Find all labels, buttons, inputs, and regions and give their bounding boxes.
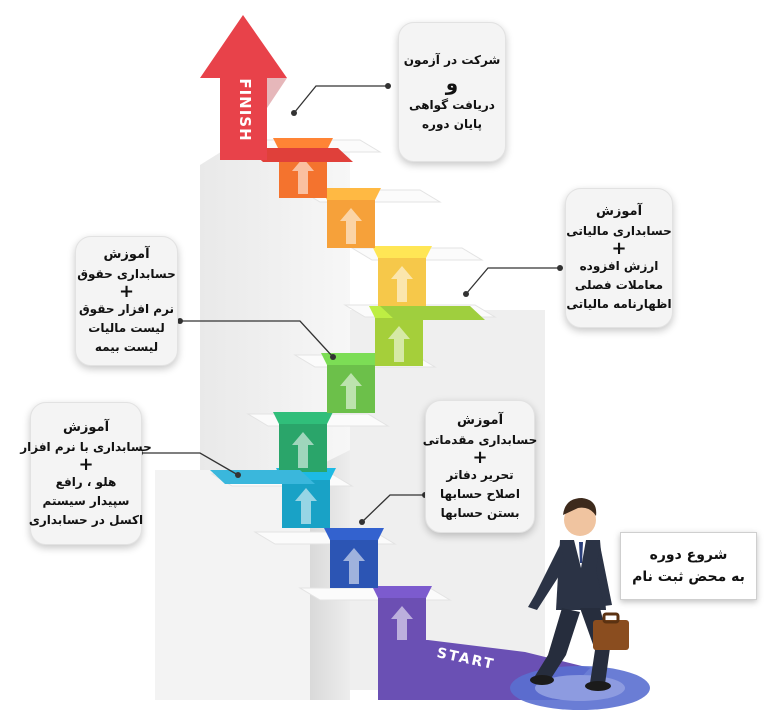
card-payroll-plus: + — [118, 281, 135, 302]
card-finish-line2: دریافت گواهی — [409, 97, 495, 112]
up-arrow-icon — [343, 548, 365, 584]
card-tax-title: آموزش — [595, 204, 643, 219]
card-payroll-line2: نرم افزار حقوق — [78, 302, 175, 316]
up-arrow-icon — [340, 208, 362, 244]
card-basic-title: آموزش — [456, 412, 504, 428]
card-software-line4: اکسل در حسابداری — [28, 512, 144, 527]
card-finish-conj: و — [445, 70, 459, 95]
connector-lines — [140, 85, 560, 523]
card-basic-line1: حسابداری مقدماتی — [422, 432, 538, 447]
card-tax-line2: ارزش افزوده — [579, 259, 659, 273]
card-start-line1: شروع دوره — [649, 547, 728, 563]
card-finish: شرکت در آزمون و دریافت گواهی پایان دوره — [398, 22, 506, 162]
stair-step — [372, 586, 432, 646]
briefcase-icon — [593, 620, 629, 650]
card-tax-plus: + — [611, 238, 627, 259]
up-arrow-icon — [391, 606, 413, 642]
card-tax-line1: حسابداری مالیاتی — [566, 224, 672, 238]
stair-step — [321, 353, 381, 413]
card-tax: آموزش حسابداری مالیاتی + ارزش افزوده معا… — [565, 188, 673, 328]
card-payroll-line3: لیست مالیات — [88, 321, 165, 335]
card-software: آموزش حسابداری با نرم افزار + هلو ، رافع… — [20, 402, 152, 545]
up-arrow-icon — [340, 373, 362, 409]
card-tax-line4: اظهارنامه مالیاتی — [566, 297, 672, 311]
up-arrow-icon — [292, 432, 314, 468]
up-arrow-icon — [391, 266, 413, 302]
card-start-line2: به محض ثبت نام — [632, 569, 745, 585]
up-arrow-icon — [295, 488, 317, 524]
card-payroll-line4: لیست بیمه — [94, 340, 159, 354]
up-arrow-icon — [388, 326, 410, 362]
landing-pad — [210, 470, 315, 484]
up-arrow-icon — [292, 158, 314, 194]
finish-arrow-label: FINISH — [236, 78, 254, 141]
finish-arrow: FINISH — [200, 15, 287, 160]
card-payroll-title: آموزش — [103, 247, 150, 262]
card-finish-line1: شرکت در آزمون — [403, 52, 501, 67]
card-basic: آموزش حسابداری مقدماتی + تحریر دفاتر اصل… — [422, 400, 538, 533]
card-basic-line4: بستن حسابها — [440, 505, 520, 520]
man-head — [564, 504, 596, 536]
card-finish-line3: پایان دوره — [421, 116, 483, 131]
card-software-plus: + — [78, 453, 94, 475]
card-software-line1: حسابداری با نرم افزار — [20, 439, 152, 454]
stair-step — [324, 528, 384, 588]
landing-pad — [380, 306, 485, 320]
start-path: START — [378, 640, 650, 710]
card-payroll-line1: حسابداری حقوق — [77, 267, 176, 281]
businessman-figure — [528, 498, 629, 691]
stair-step — [372, 246, 432, 306]
stair-step — [273, 412, 333, 472]
card-basic-line2: تحریر دفاتر — [446, 467, 514, 482]
card-software-line2: هلو ، رافع — [55, 474, 117, 489]
card-tax-line3: معاملات فصلی — [574, 278, 664, 292]
stair-step — [276, 468, 336, 528]
card-start: شروع دوره به محض ثبت نام — [620, 532, 757, 600]
stair-step — [321, 188, 381, 248]
stair-step — [273, 138, 333, 198]
stair-block-left — [155, 470, 310, 700]
card-payroll: آموزش حسابداری حقوق + نرم افزار حقوق لیس… — [75, 236, 178, 366]
card-software-line3: سپیدار سیستم — [42, 493, 130, 508]
card-basic-line3: اصلاح حسابها — [440, 486, 520, 501]
card-software-title: آموزش — [62, 419, 110, 435]
landing-pad — [248, 148, 353, 162]
card-basic-plus: + — [472, 446, 488, 468]
